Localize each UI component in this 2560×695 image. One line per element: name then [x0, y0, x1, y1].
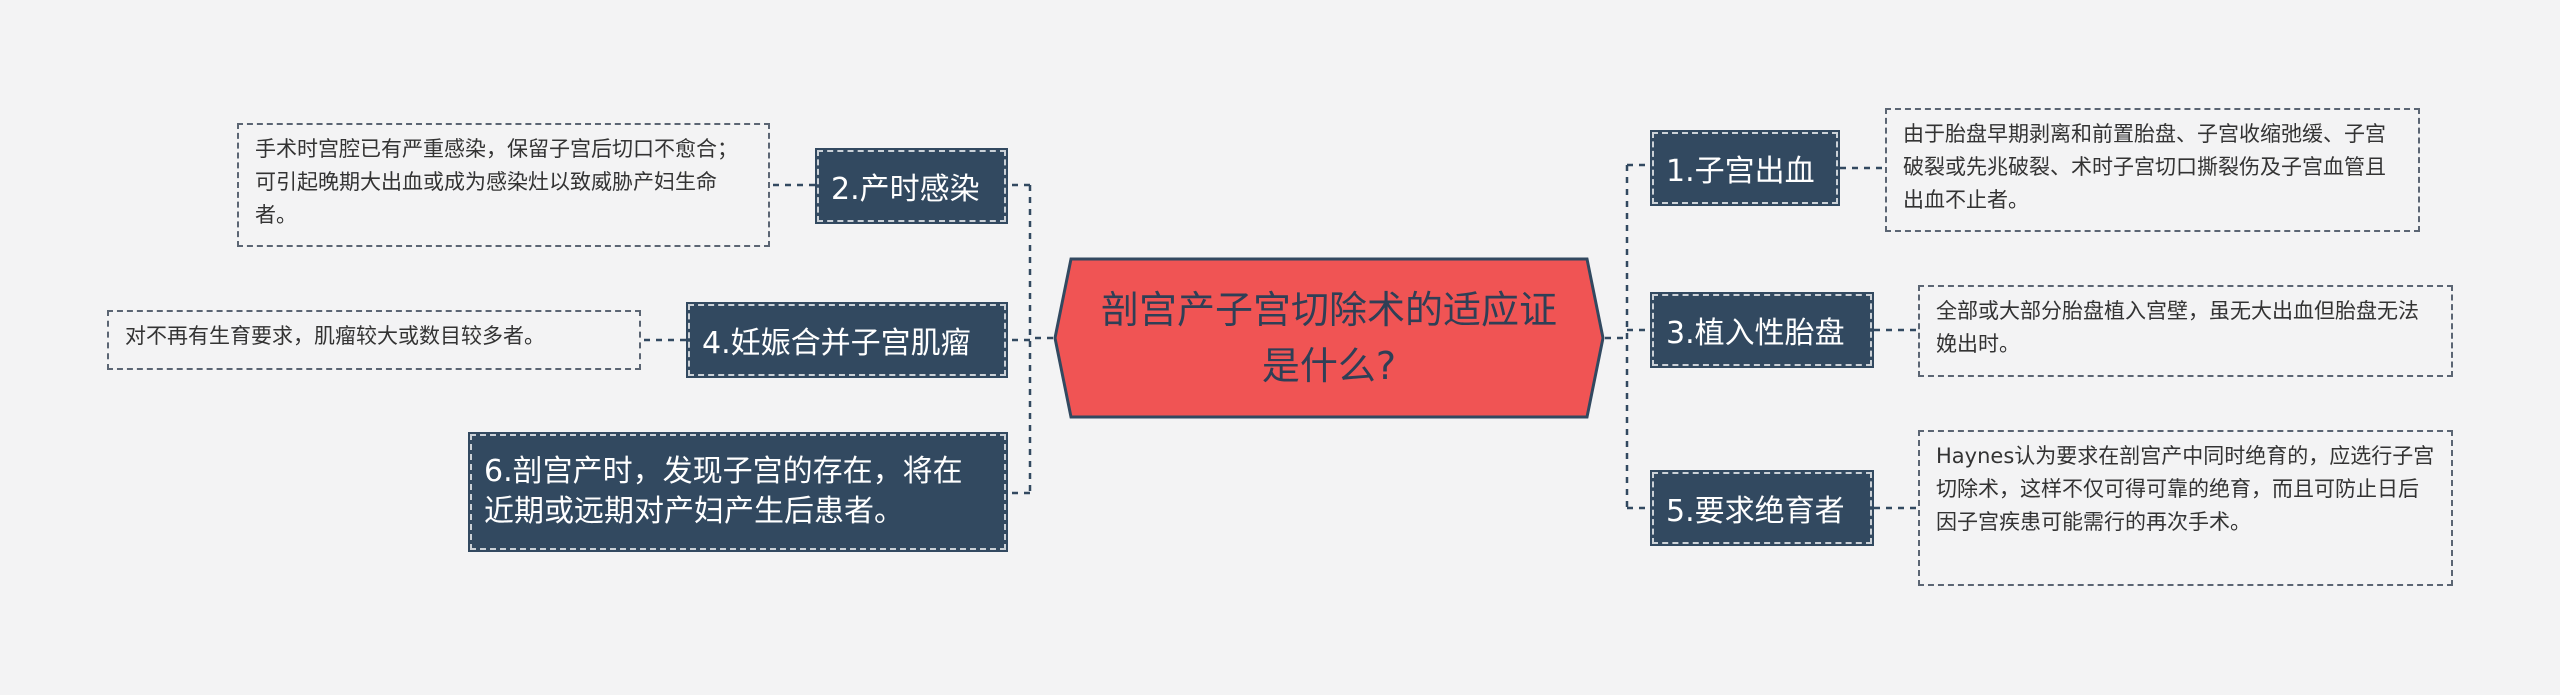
branch-myoma[interactable]: 4.妊娠合并子宫肌瘤 — [686, 302, 1008, 378]
detail-sterilization: Haynes认为要求在剖宫产中同时绝育的，应选行子宫切除术，这样不仅可得可靠的绝… — [1918, 430, 2453, 586]
detail-placenta: 全部或大部分胎盘植入宫壁，虽无大出血但胎盘无法娩出时。 — [1918, 285, 2453, 377]
branch-disease[interactable]: 6.剖宫产时，发现子宫的存在，将在近期或远期对产妇产生后患者。 — [468, 432, 1008, 552]
root-hexagon-shape — [1053, 257, 1605, 419]
detail-bleeding: 由于胎盘早期剥离和前置胎盘、子宫收缩弛缓、子宫破裂或先兆破裂、术时子宫切口撕裂伤… — [1885, 108, 2420, 232]
branch-bleeding[interactable]: 1.子宫出血 — [1650, 130, 1840, 206]
branch-sterilization[interactable]: 5.要求绝育者 — [1650, 470, 1874, 546]
branch-placenta[interactable]: 3.植入性胎盘 — [1650, 292, 1874, 368]
detail-myoma: 对不再有生育要求，肌瘤较大或数目较多者。 — [107, 310, 641, 370]
branch-infection[interactable]: 2.产时感染 — [815, 148, 1008, 224]
detail-infection: 手术时宫腔已有严重感染，保留子宫后切口不愈合；可引起晚期大出血或成为感染灶以致威… — [237, 123, 770, 247]
root-title: 剖宫产子宫切除术的适应证是什么? — [1100, 288, 1557, 388]
root-topic[interactable]: 剖宫产子宫切除术的适应证是什么? — [1053, 257, 1605, 419]
